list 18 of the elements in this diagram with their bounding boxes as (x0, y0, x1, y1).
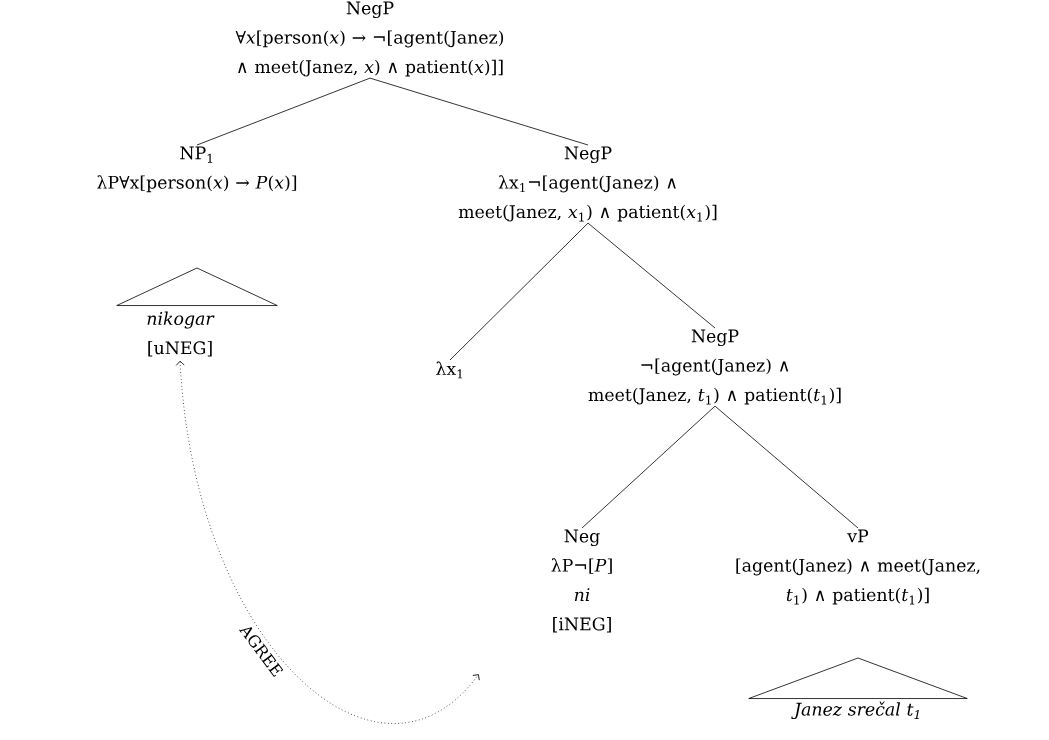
agreement-arrow (175, 360, 480, 724)
tree-node-label: Janez srečal t$_{1}$ (791, 701, 919, 720)
tree-branch (449, 222, 589, 361)
tree-node-label: NegP ¬[agent(Janez) ∧ meet(Janez, t$_{1}$) ∧ patient(t$_{1}$)] (588, 329, 841, 405)
tree-branch (714, 405, 859, 529)
tree-branch (196, 77, 371, 146)
tree-node-label: λx$_{1}$ (436, 361, 463, 379)
triangle-symbol (748, 657, 968, 699)
tree-node-label: NegP ∀x[person(x) → ¬[agent(Janez) ∧ meet(Janez, x) ∧ patient(x)]] (235, 1, 504, 77)
tree-branch (587, 222, 716, 329)
tree-branch (581, 405, 716, 529)
tree-node-label: vP [agent(Janez) ∧ meet(Janez, t$_{1}$) ∧ patient(t$_{1}$)] (736, 529, 980, 605)
tree-node-label: NegP λx$_{1}$¬[agent(Janez) ∧ meet(Janez, x$_{1}$) ∧ patient(x$_{1}$)] (458, 146, 717, 222)
tree-branch (369, 77, 589, 146)
tree-node-label: NP$_{1}$ λP∀x[person(x) → P(x)] (97, 146, 297, 193)
triangle-symbol (116, 267, 278, 306)
tree-node-label: Neg λP¬[P] ni [iNEG] (551, 529, 612, 633)
tree-node-label: nikogar [uNEG] (147, 311, 215, 357)
